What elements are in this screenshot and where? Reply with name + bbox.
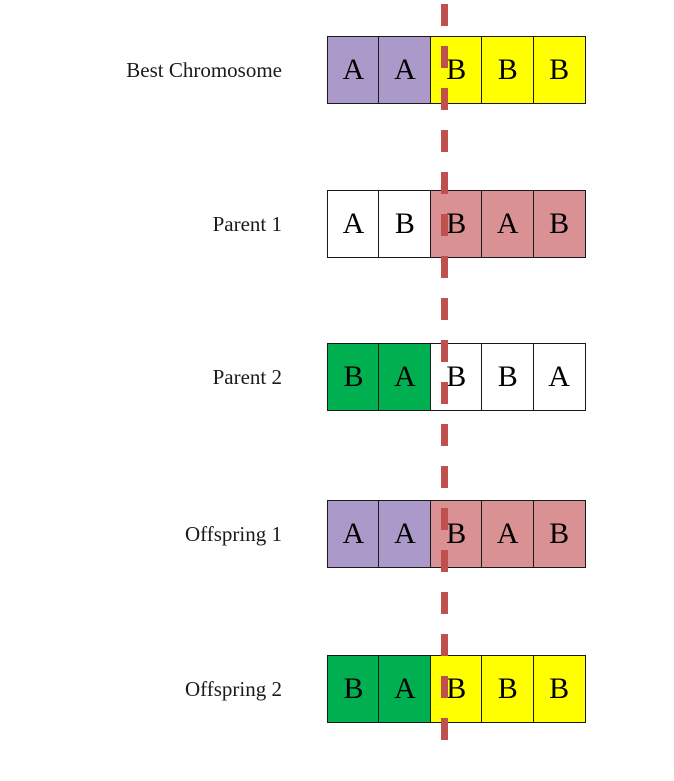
gene-cell: B: [532, 500, 586, 568]
gene-cell: A: [378, 500, 432, 568]
gene-cell: A: [327, 36, 380, 104]
gene-cell: A: [481, 190, 535, 258]
gene-cell: A: [532, 343, 586, 411]
gene-cell: A: [327, 190, 380, 258]
gene-cell: B: [327, 343, 380, 411]
gene-cell: A: [481, 500, 535, 568]
gene-cell: B: [429, 343, 483, 411]
gene-cell: B: [429, 500, 483, 568]
gene-cell: B: [481, 36, 535, 104]
crossover-point-dashed-line: [441, 4, 448, 756]
row-label: Best Chromosome: [126, 58, 282, 82]
gene-cell: B: [532, 190, 586, 258]
gene-cell: B: [378, 190, 432, 258]
gene-cell: B: [481, 655, 535, 723]
gene-cell: A: [378, 655, 432, 723]
gene-cell: B: [429, 655, 483, 723]
gene-cell: B: [532, 36, 586, 104]
row-label: Parent 2: [212, 365, 282, 389]
gene-cell: B: [429, 36, 483, 104]
row-label: Offspring 2: [184, 677, 282, 701]
gene-cell: A: [378, 343, 432, 411]
row-label: Parent 1: [212, 212, 282, 236]
row-label: Offspring 1: [184, 522, 282, 546]
gene-cell: B: [429, 190, 483, 258]
gene-cell: B: [327, 655, 380, 723]
gene-cell: A: [378, 36, 432, 104]
gene-cell: A: [327, 500, 380, 568]
gene-cell: B: [481, 343, 535, 411]
gene-cell: B: [532, 655, 586, 723]
